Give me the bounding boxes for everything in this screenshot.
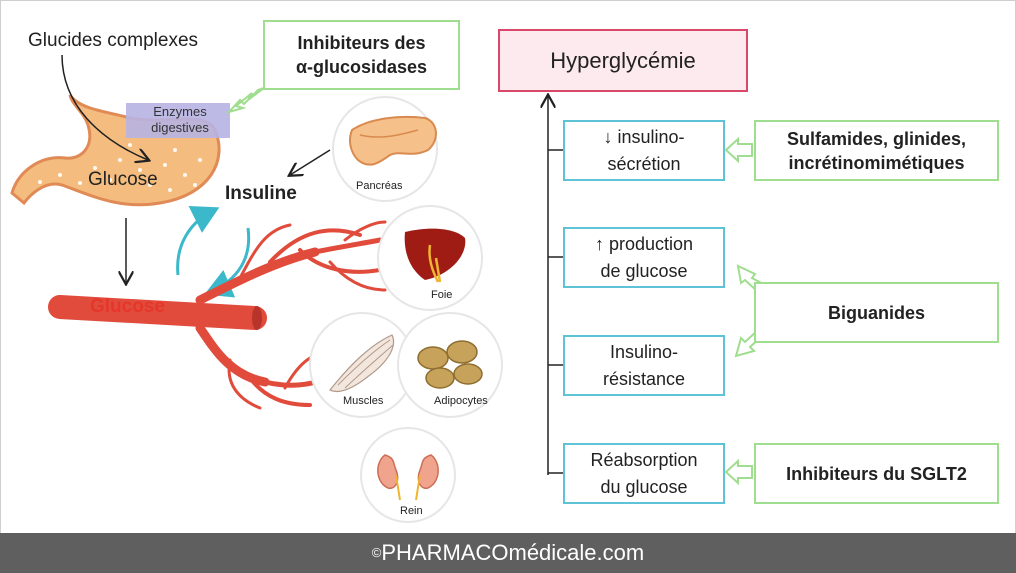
timeline-ticks bbox=[548, 149, 563, 474]
blood-glucose-label: Glucose bbox=[90, 296, 165, 317]
drug-sulfonylureas-box: Sulfamides, glinides, incrétinomimétique… bbox=[754, 120, 999, 181]
stomach-glucose-label: Glucose bbox=[88, 169, 158, 190]
footer-site-label: PHARMACOmédicale.com bbox=[381, 540, 645, 565]
feedback-up-arrow bbox=[176, 205, 220, 276]
liver-circle bbox=[377, 205, 483, 311]
drug-line1: Sulfamides, glinides, bbox=[786, 128, 967, 149]
drug-biguanides-box: Biguanides bbox=[754, 282, 999, 343]
alpha-arrow bbox=[225, 87, 265, 114]
insulin-label: Insuline bbox=[225, 183, 297, 204]
mechanism-insulin-secretion: ↓ insulino- sécrétion bbox=[563, 120, 725, 181]
mechanism-line2: de glucose bbox=[600, 260, 688, 281]
drug-label: Inhibiteurs du SGLT2 bbox=[786, 463, 967, 484]
kidney-circle bbox=[360, 427, 456, 523]
mechanism-insulin-resistance: Insulino- résistance bbox=[563, 335, 725, 396]
muscles-circle bbox=[309, 312, 415, 418]
alpha-box-line1: Inhibiteurs des bbox=[297, 33, 426, 53]
adipocytes-label: Adipocytes bbox=[434, 395, 488, 407]
adipocytes-circle bbox=[397, 312, 503, 418]
mechanism-glucose-production: ↑ production de glucose bbox=[563, 227, 725, 288]
muscles-label: Muscles bbox=[343, 395, 384, 407]
digestion-arrow bbox=[61, 54, 148, 160]
drug-label: Biguanides bbox=[827, 302, 925, 323]
mechanism-line1: Réabsorption bbox=[590, 449, 698, 470]
drug-sglt2-box: Inhibiteurs du SGLT2 bbox=[754, 443, 999, 504]
copyright-symbol: © bbox=[371, 545, 382, 560]
mechanism-line2: sécrétion bbox=[607, 153, 681, 174]
mechanism-line2: du glucose bbox=[600, 476, 688, 497]
complex-carbs-label: Glucides complexes bbox=[28, 30, 199, 51]
pancreas-insulin-arrow bbox=[290, 149, 331, 175]
pancreas-circle bbox=[332, 96, 438, 202]
alpha-box-line2: α-glucosidases bbox=[295, 57, 428, 77]
hyperglycemia-label: Hyperglycémie bbox=[550, 47, 696, 73]
enzymes-label: Enzymes digestives bbox=[151, 104, 209, 135]
mechanism-line1: ↓ insulino- bbox=[603, 126, 685, 147]
liver-label: Foie bbox=[431, 289, 453, 301]
mechanism-glucose-reabsorption: Réabsorption du glucose bbox=[563, 443, 725, 504]
mechanism-line1: Insulino- bbox=[609, 341, 679, 362]
footer-bar: ©PHARMACOmédicale.com bbox=[0, 533, 1016, 573]
kidney-label: Rein bbox=[400, 505, 423, 517]
hyperglycemia-box: Hyperglycémie bbox=[498, 29, 748, 92]
alpha-glucosidase-box: Inhibiteurs des α-glucosidases bbox=[263, 20, 460, 90]
mechanism-line1: ↑ production bbox=[594, 233, 694, 254]
blood-vessel-illustration bbox=[48, 220, 387, 410]
pancreas-label: Pancréas bbox=[356, 180, 403, 192]
enzymes-box bbox=[126, 103, 230, 138]
drug-line2: incrétinomimétiques bbox=[788, 152, 965, 173]
mechanism-line2: résistance bbox=[602, 368, 686, 389]
